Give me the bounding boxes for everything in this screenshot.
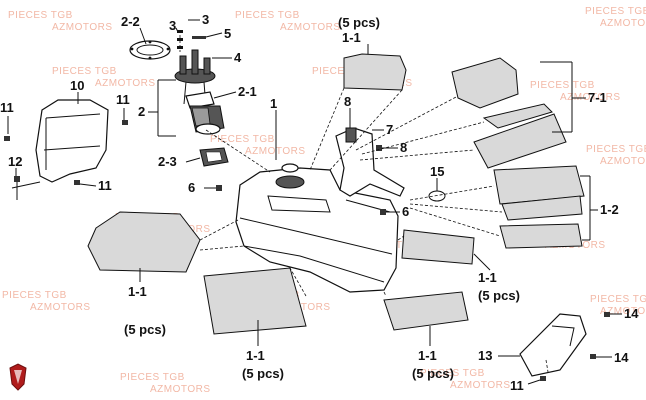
label-1-1-right: 1-1 (418, 348, 437, 363)
svg-text:AZMOTORS: AZMOTORS (560, 92, 620, 103)
fuel-sender-float (199, 147, 229, 167)
svg-text:AZMOTORS: AZMOTORS (450, 380, 510, 391)
label-6-a: 6 (188, 180, 195, 195)
label-6-b: 6 (402, 204, 409, 219)
adhesive-pad-top (343, 53, 407, 91)
label-5pcs-bottom: (5 pcs) (242, 366, 284, 381)
svg-text:AZMOTORS: AZMOTORS (600, 156, 646, 167)
label-1-2: 1-2 (600, 202, 619, 217)
label-11-b: 11 (116, 92, 130, 107)
svg-text:PIECES TGB: PIECES TGB (586, 144, 646, 155)
label-2-1: 2-1 (238, 84, 257, 99)
label-13: 13 (478, 348, 492, 363)
assembly-dashed-lines (199, 87, 549, 373)
label-5pcs-left: (5 pcs) (124, 322, 166, 337)
mounting-bracket-13 (519, 312, 610, 381)
label-11-c: 11 (98, 178, 112, 193)
label-7-1: 7-1 (588, 90, 607, 105)
label-1: 1 (270, 96, 277, 111)
label-2-2: 2-2 (121, 14, 140, 29)
svg-text:PIECES TGB: PIECES TGB (52, 66, 117, 77)
bolt-12 (11, 176, 41, 200)
svg-text:PIECES TGB: PIECES TGB (210, 134, 275, 145)
label-10: 10 (70, 78, 84, 93)
svg-text:PIECES TGB: PIECES TGB (2, 290, 67, 301)
label-12: 12 (8, 154, 22, 169)
label-4: 4 (234, 50, 242, 65)
svg-text:AZMOTORS: AZMOTORS (95, 78, 155, 89)
label-11-a: 11 (0, 100, 14, 115)
svg-text:AZMOTORS: AZMOTORS (600, 306, 646, 317)
label-1-1-top: 1-1 (342, 30, 361, 45)
label-15: 15 (430, 164, 444, 179)
svg-text:AZMOTORS: AZMOTORS (150, 384, 210, 395)
adhesive-pad-bottom (203, 267, 307, 335)
label-5pcs-middle: (5 pcs) (478, 288, 520, 303)
heat-shield-10 (35, 99, 109, 183)
label-7: 7 (386, 122, 393, 137)
adhesive-pad-left (87, 211, 201, 273)
label-2: 2 (138, 104, 145, 119)
label-3: 3 (169, 18, 176, 33)
svg-text:PIECES TGB: PIECES TGB (8, 10, 73, 21)
svg-text:PIECES TGB: PIECES TGB (585, 6, 646, 17)
svg-text:AZMOTORS: AZMOTORS (600, 18, 646, 29)
label-3-top: 3 (202, 12, 209, 27)
bolt-11-a (4, 136, 10, 141)
label-11-d: 11 (510, 378, 524, 393)
tank-bracket-7 (335, 127, 405, 197)
label-8-a: 8 (344, 94, 351, 109)
fuel-tank-1 (235, 163, 399, 293)
label-8-b: 8 (400, 140, 407, 155)
svg-text:AZMOTORS: AZMOTORS (280, 22, 340, 33)
screw-set-3 (177, 30, 183, 52)
label-1-1-bottom: 1-1 (246, 348, 265, 363)
label-2-3: 2-3 (158, 154, 177, 169)
adhesive-pad-right (383, 291, 469, 331)
shield-logo-icon (9, 363, 27, 391)
label-5pcs-right: (5 pcs) (412, 366, 454, 381)
fuel-pump-assembly (174, 49, 225, 135)
label-14-a: 14 (624, 306, 639, 321)
svg-text:AZMOTORS: AZMOTORS (30, 302, 90, 313)
svg-text:AZMOTORS: AZMOTORS (52, 22, 112, 33)
hose-clamp-15 (428, 178, 446, 202)
bolt-11-b (122, 120, 128, 125)
pad-group-7-1 (451, 57, 567, 169)
svg-text:PIECES TGB: PIECES TGB (235, 10, 300, 21)
label-1-1-left: 1-1 (128, 284, 147, 299)
svg-text:PIECES TGB: PIECES TGB (120, 372, 185, 383)
bolt-11-c (74, 180, 80, 185)
pad-group-1-2 (493, 165, 585, 249)
svg-text:PIECES TGB: PIECES TGB (530, 80, 595, 91)
label-1-1-middle: 1-1 (478, 270, 497, 285)
pin-5 (192, 36, 206, 39)
svg-text:AZMOTORS: AZMOTORS (245, 146, 305, 157)
label-5pcs-top: (5 pcs) (338, 15, 380, 30)
adhesive-pad-middle (401, 229, 475, 265)
svg-text:PIECES TGB: PIECES TGB (420, 368, 485, 379)
callout-labels: 2-2 3 3 5 4 2 2-1 2-3 10 11 11 12 11 1 6… (0, 12, 639, 393)
label-14-b: 14 (614, 350, 629, 365)
leader-lines (7, 19, 622, 385)
fuel-pump-gasket (129, 40, 171, 60)
svg-text:PIECES TGB: PIECES TGB (590, 294, 646, 305)
label-5: 5 (224, 26, 231, 41)
